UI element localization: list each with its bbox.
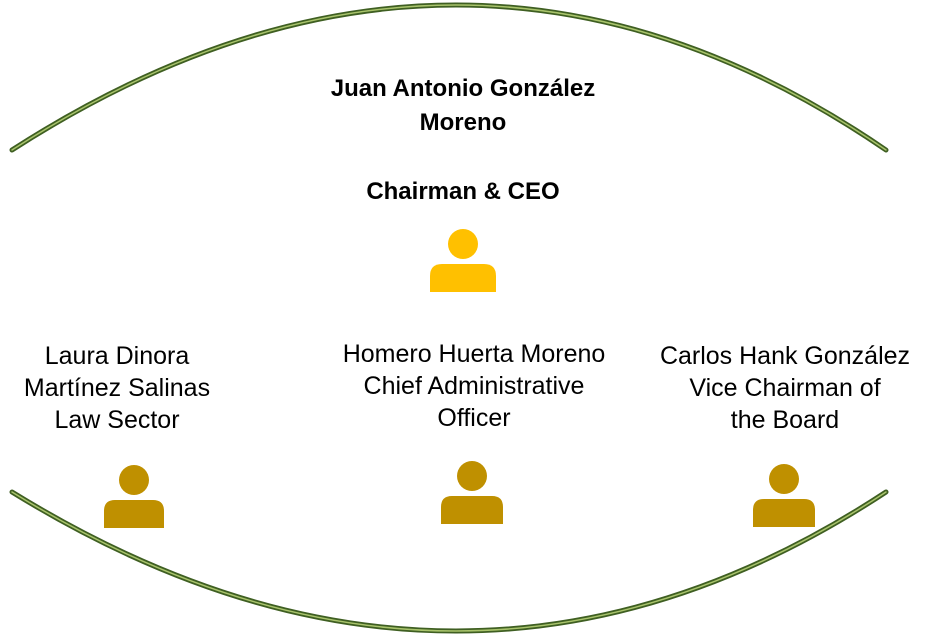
member-role-line: Vice Chairman of	[689, 374, 881, 402]
member-laura-label: Laura Dinora Martínez Salinas Law Sector	[2, 340, 232, 436]
member-role-line: Chief Administrative	[363, 372, 585, 400]
member-name-line: Laura Dinora	[44, 342, 190, 370]
member-name-line: Carlos Hank González	[659, 342, 911, 370]
member-role-line: Officer	[437, 404, 511, 432]
member-carlos-person-icon	[753, 463, 815, 527]
member-name-line: Martínez Salinas	[23, 374, 211, 402]
member-homero-label: Homero Huerta Moreno Chief Administrativ…	[296, 338, 652, 434]
ceo-name: Juan Antonio González Moreno	[330, 75, 596, 136]
member-role-line: Law Sector	[54, 406, 180, 434]
member-role-line: the Board	[730, 406, 840, 434]
member-homero-person-icon	[441, 460, 503, 524]
ceo-title: Chairman & CEO	[366, 178, 560, 205]
member-laura-person-icon	[104, 464, 164, 528]
member-name-line: Homero Huerta Moreno	[342, 340, 606, 368]
ceo-person-icon	[430, 228, 496, 292]
member-carlos-label: Carlos Hank González Vice Chairman of th…	[640, 340, 926, 436]
